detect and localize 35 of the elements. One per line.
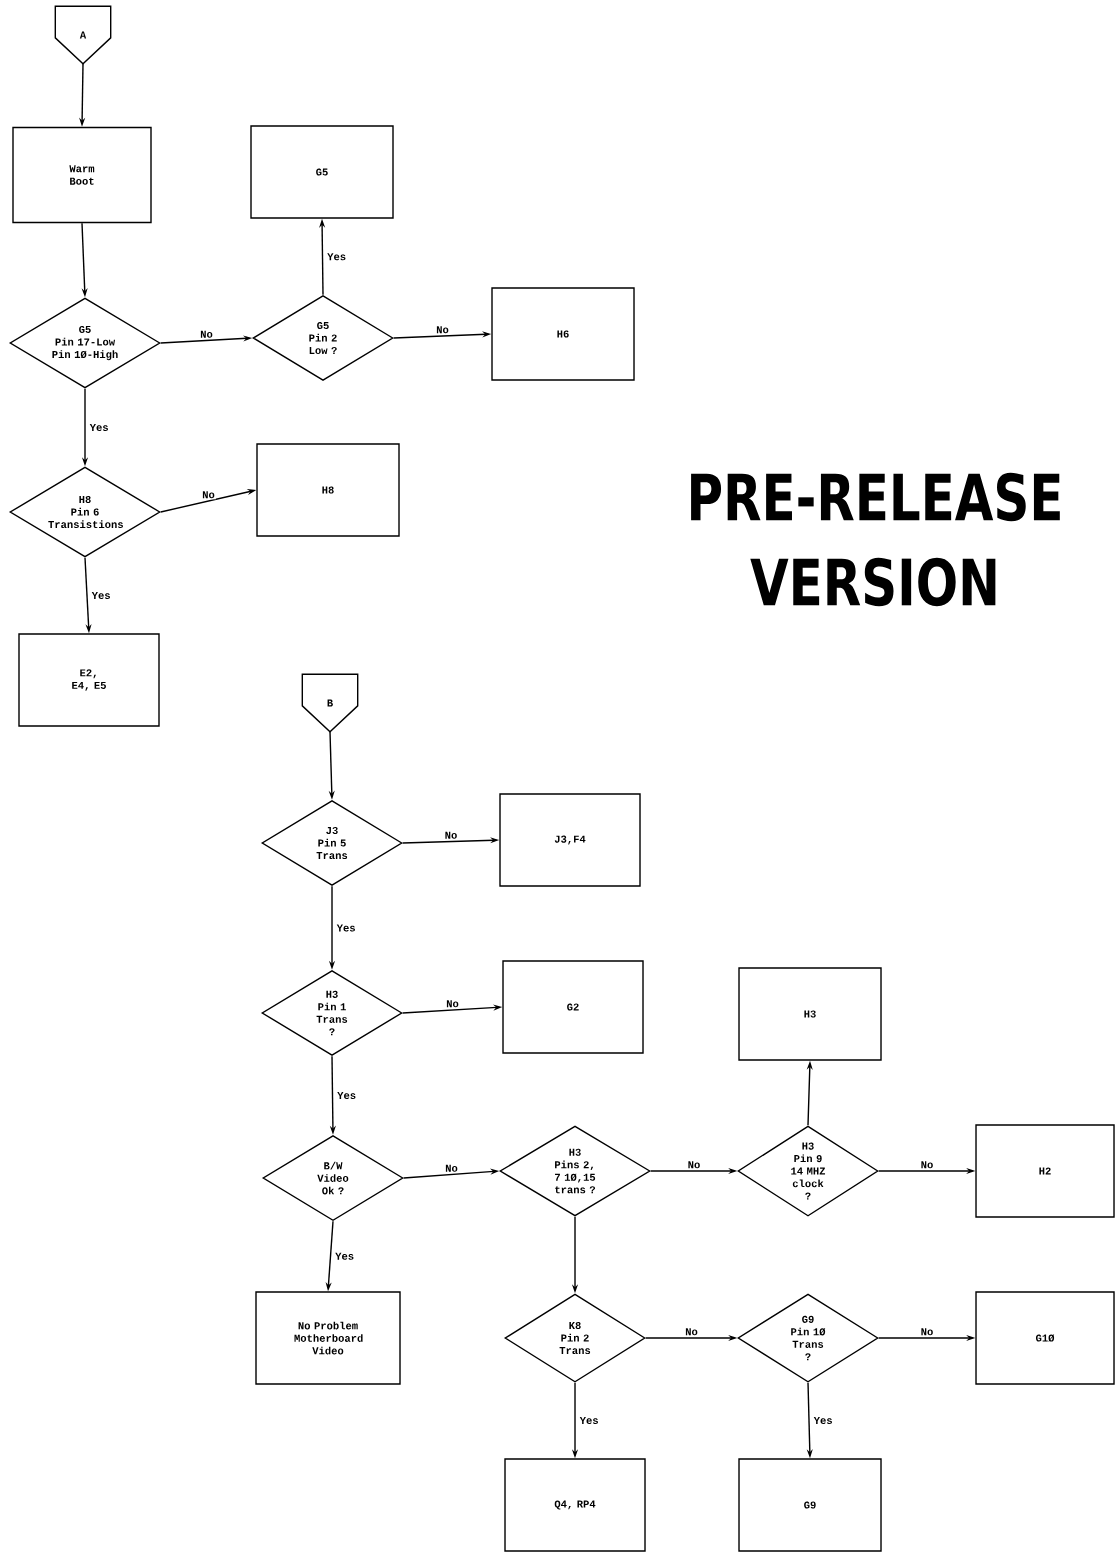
stamp-text: PRE-RELEASE (691, 472, 1060, 522)
off-page-connector: B (301, 673, 359, 733)
edge-label: Yes (336, 1091, 358, 1100)
process-box: H6 (491, 287, 635, 381)
edge-label: Yes (88, 423, 110, 432)
process-box: H3 (738, 967, 882, 1061)
edge-label: Yes (812, 1416, 834, 1425)
edge-label: No (199, 329, 214, 339)
edge-label: Yes (578, 1416, 600, 1425)
edge-label: No (684, 1327, 699, 1337)
process-box: G2 (502, 960, 644, 1054)
stamp-text: VERSION (750, 557, 996, 607)
edge-label: No (435, 325, 450, 335)
process-box: G9 (738, 1458, 882, 1552)
process-box: E2, E4, E5 (18, 633, 160, 727)
process-box: H2 (975, 1124, 1115, 1218)
edge-label: No (686, 1160, 702, 1170)
edge-label: Yes (334, 1251, 356, 1261)
edge-label: Yes (335, 923, 357, 933)
process-box: Q4, RP4 (504, 1458, 646, 1552)
edge-label: No (445, 999, 460, 1009)
process-box: G5 (250, 125, 394, 219)
edge-label: No (444, 1163, 459, 1173)
process-box: G1Ø (975, 1291, 1115, 1385)
edge-label: Yes (90, 591, 112, 600)
edge-label: No (919, 1327, 935, 1337)
process-box: J3,F4 (499, 793, 641, 887)
edge-label: Yes (326, 252, 348, 262)
edge-label: No (201, 490, 216, 500)
process-box: No Problem Motherboard Video (255, 1291, 401, 1385)
edge-label: No (919, 1160, 935, 1170)
off-page-connector: A (54, 5, 112, 65)
process-box: Warm Boot (12, 126, 152, 224)
process-box: H8 (256, 443, 400, 537)
edge-label: No (443, 830, 459, 840)
